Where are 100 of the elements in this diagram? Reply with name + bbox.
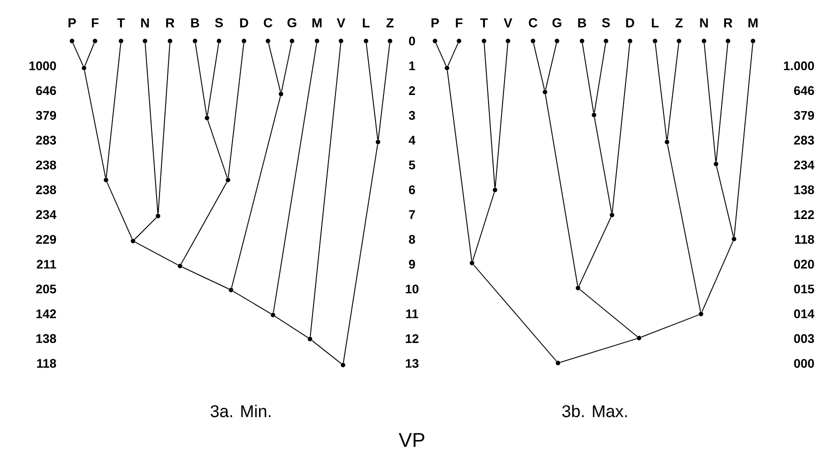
branch-line: [704, 43, 716, 162]
node-label: M: [312, 18, 322, 28]
step-number: 0: [409, 36, 415, 46]
max-value: 118: [795, 234, 814, 244]
branch-line: [560, 338, 638, 363]
node-label: L: [652, 18, 659, 28]
branch-line: [666, 42, 680, 140]
node-label: B: [578, 18, 586, 28]
branch-line: [231, 96, 281, 288]
branch-line: [312, 340, 342, 364]
branch-line: [544, 94, 578, 286]
max-value: 138: [794, 185, 814, 194]
branch-line: [207, 120, 228, 178]
max-value: 014: [794, 309, 814, 318]
branch-line: [484, 43, 496, 188]
min-value: 646: [36, 86, 56, 96]
branch-line: [180, 182, 228, 264]
branch-line: [106, 43, 122, 178]
node-label: C: [264, 18, 272, 28]
branch-line: [158, 43, 170, 214]
node-label: N: [700, 18, 708, 28]
step-number: 11: [406, 310, 418, 318]
step-number: 2: [408, 86, 415, 95]
step-number: 5: [408, 160, 416, 170]
figure-caption: VP: [398, 433, 424, 447]
branch-line: [232, 290, 272, 314]
node-label: L: [362, 18, 370, 28]
step-number: 13: [406, 358, 418, 368]
branch-line: [446, 70, 472, 261]
branch-line: [545, 42, 557, 90]
min-value: 118: [37, 358, 56, 368]
node-label: G: [287, 18, 296, 28]
branch-line: [716, 166, 734, 238]
branch-line: [84, 42, 95, 66]
branch-line: [366, 42, 378, 140]
step-number: 3: [408, 110, 416, 120]
branch-line: [640, 314, 700, 338]
step-number: 10: [406, 284, 418, 294]
min-value: 238: [36, 160, 56, 170]
branch-line: [228, 42, 244, 178]
branch-line: [206, 42, 220, 116]
branch-line: [533, 42, 545, 90]
max-value: 646: [794, 86, 814, 96]
branch-line: [594, 42, 606, 114]
min-value: 283: [36, 136, 56, 145]
step-number: 12: [406, 334, 418, 343]
branch-line: [72, 42, 84, 66]
panel-caption: 3b. Max.: [562, 404, 627, 418]
min-value: 138: [36, 334, 56, 344]
step-number: 4: [408, 136, 416, 144]
branch-line: [268, 42, 281, 92]
min-value: 379: [36, 110, 56, 120]
branch-line: [702, 240, 734, 312]
node-label: M: [748, 18, 758, 28]
branch-line: [473, 264, 557, 362]
branch-line: [274, 316, 308, 338]
node-label: T: [117, 18, 125, 28]
branch-line: [578, 216, 612, 286]
branch-line: [310, 43, 342, 337]
branch-line: [667, 144, 701, 312]
branch-line: [378, 42, 390, 140]
step-number: 8: [408, 234, 416, 244]
node-label: G: [552, 18, 562, 28]
node-label: Z: [675, 18, 683, 28]
branch-line: [182, 266, 230, 290]
node-label: C: [528, 18, 538, 28]
node-label: S: [215, 18, 223, 28]
node-label: S: [602, 18, 610, 28]
branch-line: [134, 242, 178, 266]
branch-line: [472, 192, 495, 262]
node-label: D: [240, 18, 248, 28]
node-label: P: [68, 18, 76, 28]
min-value: 205: [36, 284, 56, 294]
branch-line: [594, 116, 612, 214]
step-number: 9: [408, 260, 416, 269]
node-label: P: [432, 18, 439, 28]
max-value: 283: [794, 136, 814, 145]
max-value: 003: [794, 334, 814, 344]
max-value: 1.000: [784, 61, 814, 70]
branch-line: [272, 42, 318, 313]
max-value: 020: [794, 260, 814, 269]
branch-line: [84, 70, 106, 178]
node-label: F: [92, 18, 99, 28]
min-value: 142: [36, 309, 56, 318]
min-value: 1000: [29, 61, 56, 70]
node-label: D: [626, 18, 634, 28]
min-value: 211: [36, 260, 56, 269]
branch-line: [582, 42, 594, 114]
node-label: B: [191, 18, 200, 28]
step-number: 1: [409, 62, 416, 70]
node-label: V: [336, 18, 346, 28]
min-value: 234: [36, 210, 56, 220]
node-label: T: [480, 18, 488, 28]
branch-line: [579, 289, 638, 337]
step-number: 6: [408, 185, 416, 194]
step-number: 7: [409, 210, 415, 219]
max-value: 234: [794, 160, 814, 170]
max-value: 015: [794, 284, 814, 294]
branch-line: [448, 42, 458, 66]
max-value: 122: [794, 210, 814, 219]
